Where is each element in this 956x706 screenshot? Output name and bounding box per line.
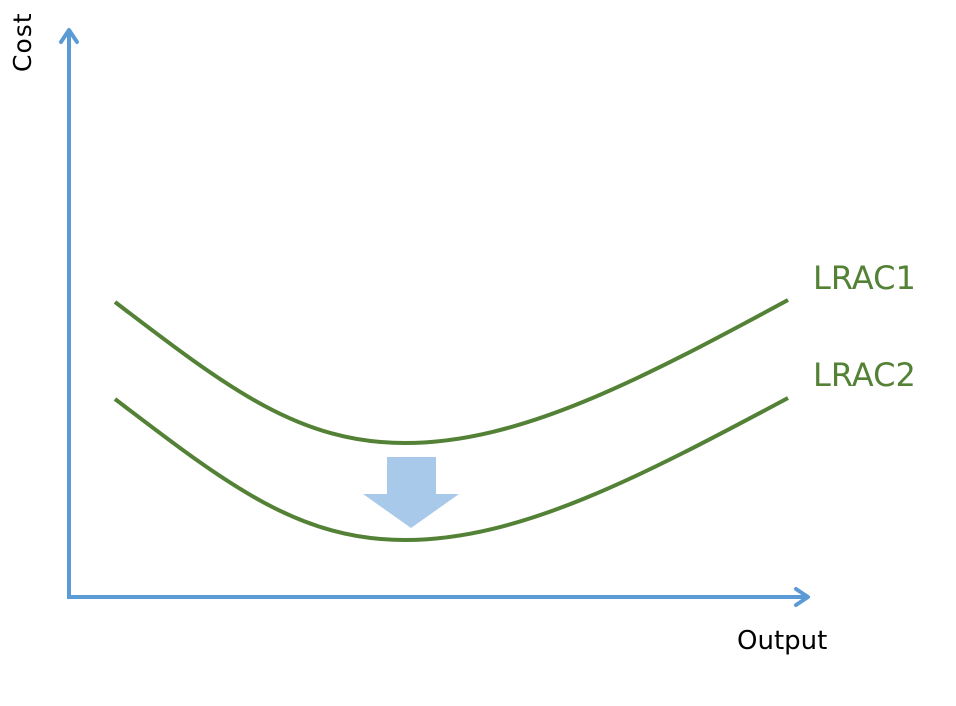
y-axis-label: Cost bbox=[8, 12, 37, 72]
lrac1-label: LRAC1 bbox=[813, 259, 916, 297]
y-axis bbox=[59, 28, 79, 597]
lrac2-label: LRAC2 bbox=[813, 356, 916, 394]
down-arrow-icon bbox=[363, 457, 459, 528]
lrac1-curve bbox=[113, 298, 789, 446]
x-axis-label: Output bbox=[737, 626, 828, 656]
lrac2-curve bbox=[113, 396, 789, 543]
x-axis bbox=[67, 587, 810, 607]
